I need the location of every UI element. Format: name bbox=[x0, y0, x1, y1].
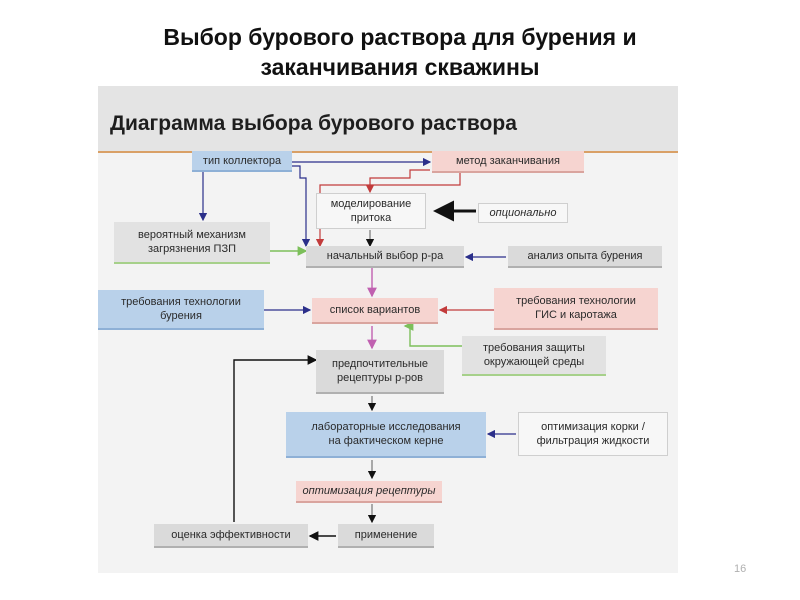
slide-title-line-1: Выбор бурового раствора для бурения и bbox=[163, 24, 637, 50]
arrow-env-to-options bbox=[403, 321, 462, 347]
header-divider bbox=[98, 151, 678, 153]
slide-title: Выбор бурового раствора для бурения и за… bbox=[0, 22, 800, 82]
node-inflow-modeling: моделирование притока bbox=[316, 193, 426, 229]
slide-title-line-2: заканчивания скважины bbox=[260, 54, 540, 80]
arrow-evaluation-to-preferred bbox=[233, 355, 318, 522]
node-damage-mechanism: вероятный механизм загрязнения ПЗП bbox=[114, 222, 270, 264]
node-initial-selection: начальный выбор р-ра bbox=[306, 246, 464, 268]
arrow-reservoir-to-initial bbox=[292, 165, 311, 248]
node-drilling-tech-requirements: требования технологии бурения bbox=[98, 290, 264, 330]
node-optional: опционально bbox=[478, 203, 568, 223]
node-formulation-optimization: оптимизация рецептуры bbox=[296, 481, 442, 503]
node-application: применение bbox=[338, 524, 434, 548]
node-options-list: список вариантов bbox=[312, 298, 438, 324]
node-lab-studies: лабораторные исследования на фактическом… bbox=[286, 412, 486, 458]
node-preferred-formulations: предпочтительные рецептуры р-ров bbox=[316, 350, 444, 394]
node-logging-tech-requirements: требования технологии ГИС и каротажа bbox=[494, 288, 658, 330]
node-completion-method: метод заканчивания bbox=[432, 151, 584, 173]
node-efficiency-evaluation: оценка эффективности bbox=[154, 524, 308, 548]
node-cake-optimization: оптимизация корки / фильтрация жидкости bbox=[518, 412, 668, 456]
arrow-completion-to-modeling bbox=[365, 169, 430, 194]
diagram-header bbox=[98, 86, 678, 151]
node-reservoir-type: тип коллектора bbox=[192, 151, 292, 172]
page-number: 16 bbox=[734, 563, 747, 575]
diagram-title: Диаграмма выбора бурового раствора bbox=[110, 112, 517, 135]
node-environmental-requirements: требования защиты окружающей среды bbox=[462, 336, 606, 376]
node-drilling-experience: анализ опыта бурения bbox=[508, 246, 662, 268]
